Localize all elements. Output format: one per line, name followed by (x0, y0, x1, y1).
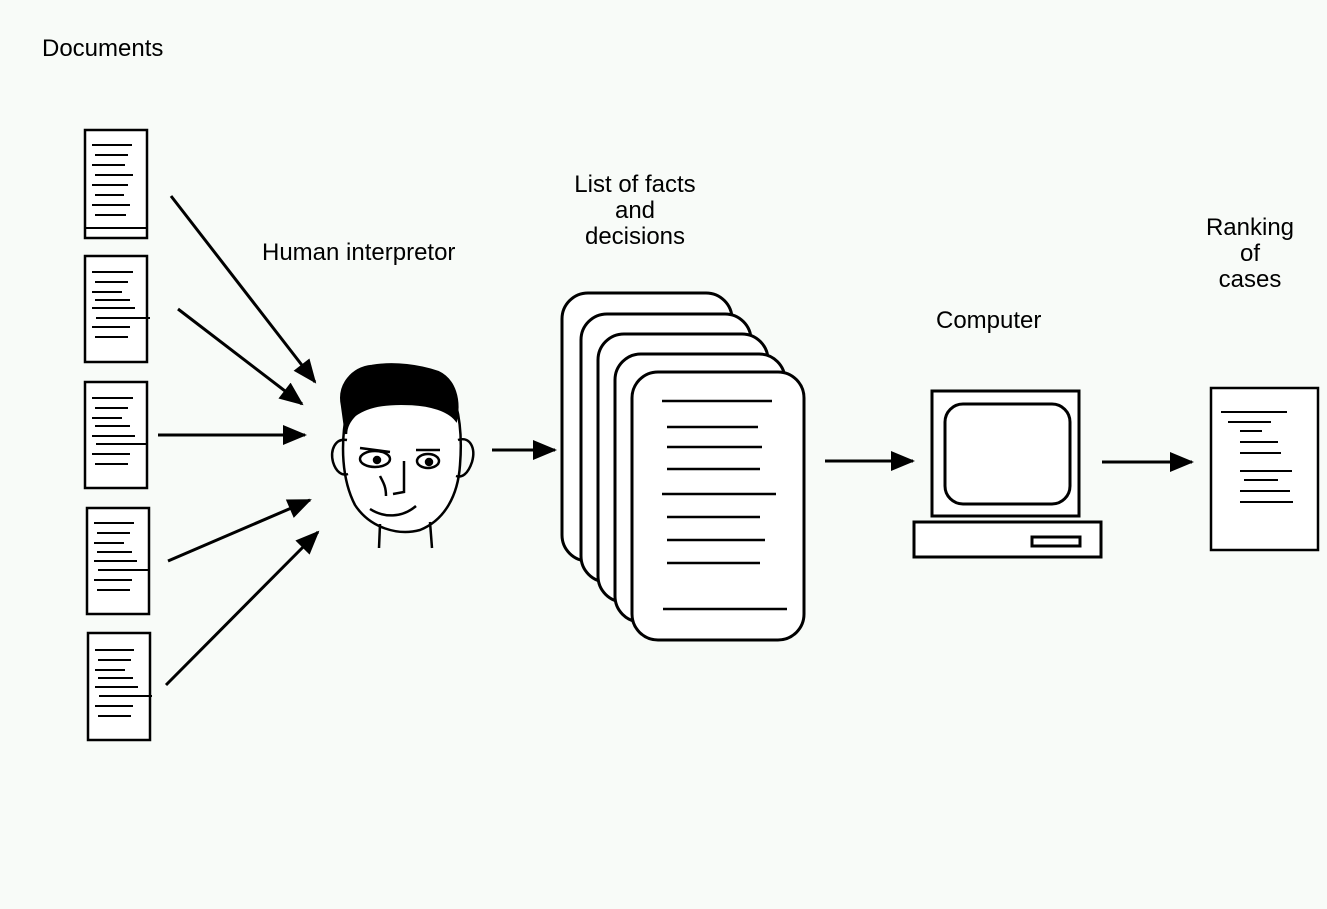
facts-label: List of facts and decisions (574, 171, 696, 250)
ranking-document-icon (1209, 386, 1320, 552)
document-icon (83, 380, 149, 490)
arrow-icon (169, 195, 317, 384)
ranking-label: Ranking of cases (1205, 214, 1295, 293)
computer-label: Computer (936, 307, 1042, 334)
document-icon (86, 631, 152, 742)
arrow-icon (167, 498, 312, 563)
arrow-icon (164, 530, 320, 687)
documents-label: Documents (42, 35, 164, 62)
document-icon (83, 254, 150, 364)
human-face-icon (330, 363, 475, 549)
stacked-pages-icon (560, 291, 806, 642)
arrow-icon (177, 307, 304, 406)
human-interpreter-label: Human interpretor (262, 239, 456, 266)
computer-icon (912, 389, 1103, 559)
document-icon (83, 128, 149, 240)
document-icon (85, 506, 151, 616)
